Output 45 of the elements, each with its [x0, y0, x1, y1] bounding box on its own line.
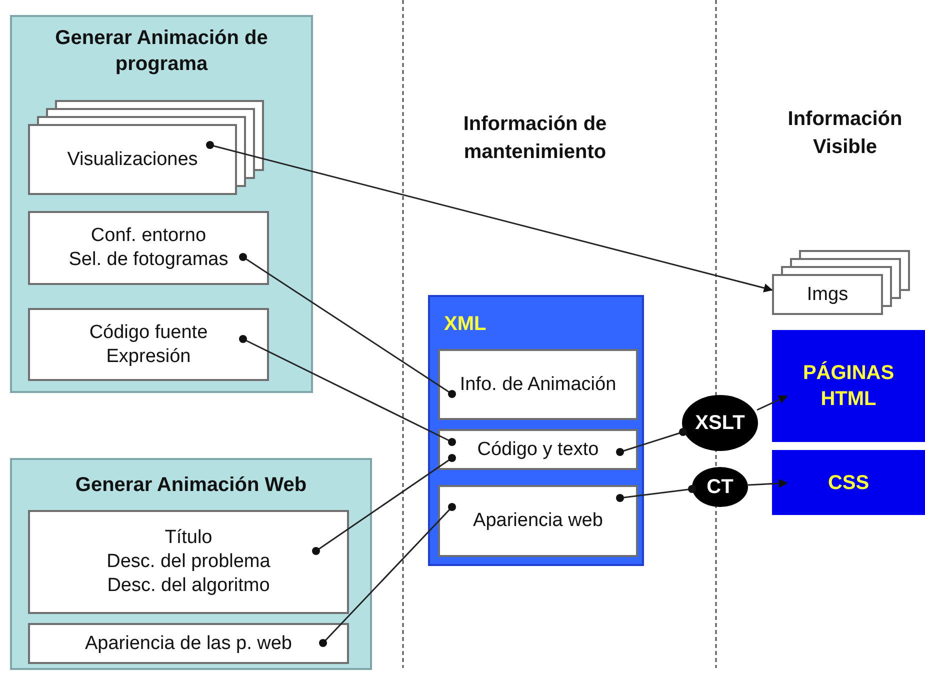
connector [616, 428, 687, 456]
process-box [438, 429, 638, 470]
box-text: Expresión [106, 344, 191, 368]
column-heading: Información Visible [786, 107, 904, 160]
connector [206, 141, 773, 292]
transform-ellipse [692, 467, 748, 507]
process-box [28, 124, 237, 195]
process-box [28, 510, 349, 614]
container-heading: XML [444, 312, 486, 337]
output-box [772, 450, 925, 515]
box-text: Desc. del problema [106, 550, 270, 574]
column-heading: Información de mantenimiento [462, 112, 608, 165]
process-box [772, 274, 883, 315]
connector [239, 253, 456, 398]
process-box [28, 211, 269, 285]
box-text: Info. de Animación [460, 372, 616, 396]
connector [319, 503, 456, 647]
process-box [28, 308, 269, 381]
connector [239, 335, 456, 446]
box-text: Desc. del algoritmo [107, 574, 270, 598]
box-text: Apariencia web [473, 509, 603, 533]
box-text: Conf. entorno [90, 224, 206, 248]
box-text: CSS [826, 470, 870, 496]
box-text: Código fuente [89, 320, 208, 344]
connector [312, 454, 456, 555]
box-text: Título [164, 526, 212, 550]
process-box [438, 349, 638, 420]
output-box [772, 330, 925, 442]
xml-container [428, 295, 644, 566]
group-panel [10, 458, 372, 670]
connector [616, 485, 696, 502]
group-panel [10, 15, 313, 393]
box-text: Sel. de fotogramas [68, 248, 228, 272]
box-text: Visualizaciones [67, 148, 198, 172]
process-box [438, 485, 638, 557]
box-text: PÁGINAS HTML [802, 360, 896, 412]
connector [748, 478, 788, 488]
panel-heading: Generar Animación de programa [54, 26, 269, 77]
ellipse-label: CT [706, 475, 734, 500]
ellipse-label: XSLT [695, 411, 745, 436]
box-text: Código y texto [477, 438, 599, 462]
box-text: Apariencia de las p. web [84, 632, 292, 656]
panel-heading: Generar Animación Web [75, 473, 307, 498]
process-box [28, 623, 349, 664]
box-text: Imgs [806, 282, 848, 306]
